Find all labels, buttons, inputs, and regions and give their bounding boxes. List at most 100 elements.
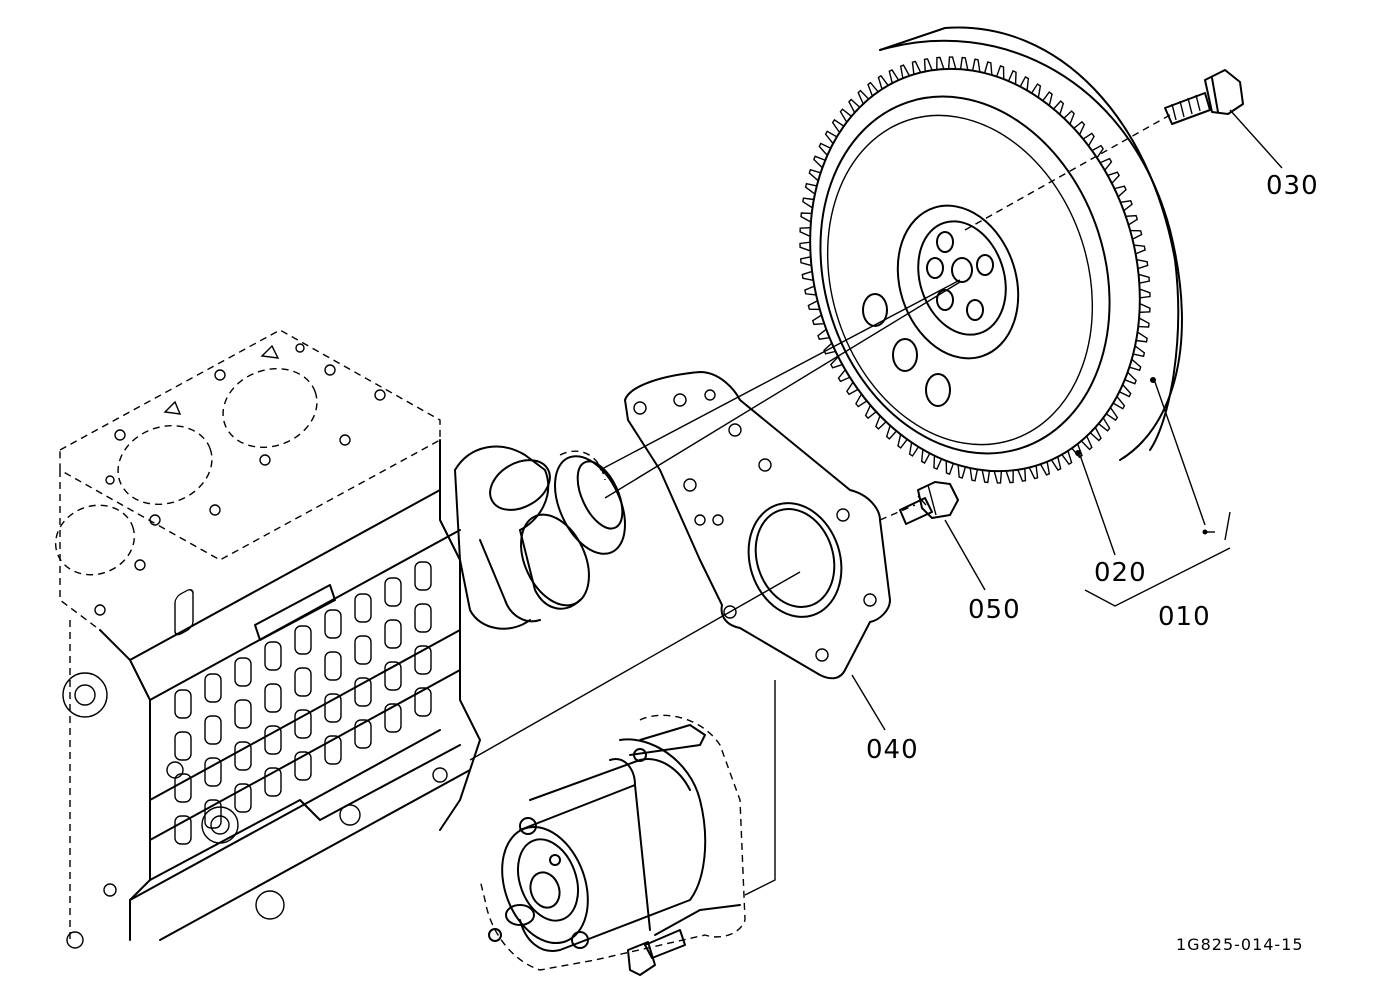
gear-tooth	[1138, 317, 1150, 328]
gear-tooth	[807, 300, 820, 311]
gear-tooth	[959, 56, 969, 71]
gear-tooth	[1082, 132, 1095, 147]
gear-tooth	[855, 393, 868, 408]
gear-tooth	[837, 369, 851, 383]
gear-tooth	[846, 381, 859, 396]
gear-tooth	[993, 470, 1003, 484]
gear-tooth	[1091, 144, 1104, 159]
gear-tooth	[933, 455, 943, 471]
block-rib	[174, 731, 192, 761]
gear-tooth	[1019, 76, 1030, 91]
gear-tooth	[945, 460, 955, 475]
gear-tooth	[824, 130, 838, 145]
block-rib	[174, 815, 192, 845]
part-label-040: 040	[866, 735, 919, 765]
gear-tooth	[1129, 358, 1142, 372]
gear-tooth	[801, 270, 814, 281]
flywheel-assembly	[799, 26, 1183, 484]
block-rib	[324, 735, 342, 765]
gear-tooth	[1039, 461, 1051, 476]
gear-tooth	[971, 58, 981, 73]
gear-tooth	[1136, 259, 1149, 270]
gear-tooth	[981, 469, 991, 484]
gear-tooth	[802, 197, 814, 209]
block-rib	[414, 561, 432, 591]
gear-tooth	[899, 64, 911, 79]
flywheel-bolt	[1164, 69, 1244, 125]
block-rib	[414, 603, 432, 633]
block-rib	[264, 767, 282, 797]
gear-tooth	[1053, 100, 1065, 115]
gear-tooth	[983, 61, 993, 76]
gear-tooth	[888, 69, 900, 84]
block-rib	[384, 619, 402, 649]
gear-tooth	[1133, 244, 1146, 255]
gear-tooth	[877, 74, 889, 90]
gear-tooth	[830, 356, 843, 369]
gear-tooth	[800, 212, 812, 223]
gear-tooth	[1139, 288, 1151, 299]
block-rib	[384, 703, 402, 733]
gear-tooth	[995, 65, 1005, 80]
gear-tooth	[799, 256, 812, 267]
gear-tooth	[1105, 407, 1119, 422]
gear-tooth	[875, 415, 887, 430]
gear-tooth	[885, 425, 897, 440]
gear-tooth	[799, 241, 811, 252]
gear-tooth	[969, 467, 979, 482]
part-label-050: 050	[968, 595, 1021, 625]
crankshaft	[454, 445, 626, 630]
gear-tooth	[1138, 273, 1151, 284]
gear-tooth	[867, 81, 879, 97]
leader-lines	[469, 109, 1283, 896]
gear-tooth	[839, 108, 852, 123]
starter-motor	[479, 714, 746, 976]
part-label-030: 030	[1266, 171, 1319, 201]
gear-tooth	[1017, 468, 1027, 482]
gear-tooth	[1139, 302, 1151, 314]
gear-tooth	[1124, 371, 1137, 385]
block-rib	[264, 725, 282, 755]
block-rib	[294, 667, 312, 697]
gear-tooth	[1050, 456, 1062, 471]
gear-tooth	[811, 314, 825, 326]
block-rib	[384, 577, 402, 607]
gear-tooth	[831, 118, 845, 133]
block-rib	[294, 751, 312, 781]
gear-tooth	[923, 58, 933, 72]
gear-tooth	[857, 89, 870, 105]
drawing-code: 1G825-014-15	[1176, 935, 1304, 954]
gear-tooth	[908, 442, 919, 457]
block-rib	[204, 757, 222, 787]
block-rib	[354, 677, 372, 707]
block-rib	[204, 673, 222, 703]
block-rib	[234, 699, 252, 729]
gear-tooth	[1007, 69, 1017, 85]
gear-tooth	[1112, 395, 1126, 410]
block-rib	[384, 661, 402, 691]
block-rib	[324, 651, 342, 681]
block-rib	[174, 689, 192, 719]
gear-tooth	[1031, 83, 1042, 98]
gear-tooth	[799, 226, 811, 238]
block-rib	[354, 635, 372, 665]
block-rib	[264, 683, 282, 713]
gear-tooth	[911, 60, 922, 75]
gear-tooth	[864, 404, 877, 420]
block-rib	[414, 687, 432, 717]
gear-tooth	[1099, 157, 1113, 171]
gear-tooth	[1130, 229, 1143, 240]
gear-tooth	[1125, 214, 1139, 226]
gear-tooth	[897, 434, 908, 449]
part-label-010: 010	[1158, 602, 1211, 632]
gear-tooth	[920, 449, 931, 464]
block-rib	[354, 719, 372, 749]
block-rib	[354, 593, 372, 623]
gear-tooth	[1073, 120, 1086, 136]
gear-tooth	[1063, 110, 1075, 125]
block-rib	[174, 773, 192, 803]
block-rib	[234, 657, 252, 687]
block-rib	[264, 641, 282, 671]
